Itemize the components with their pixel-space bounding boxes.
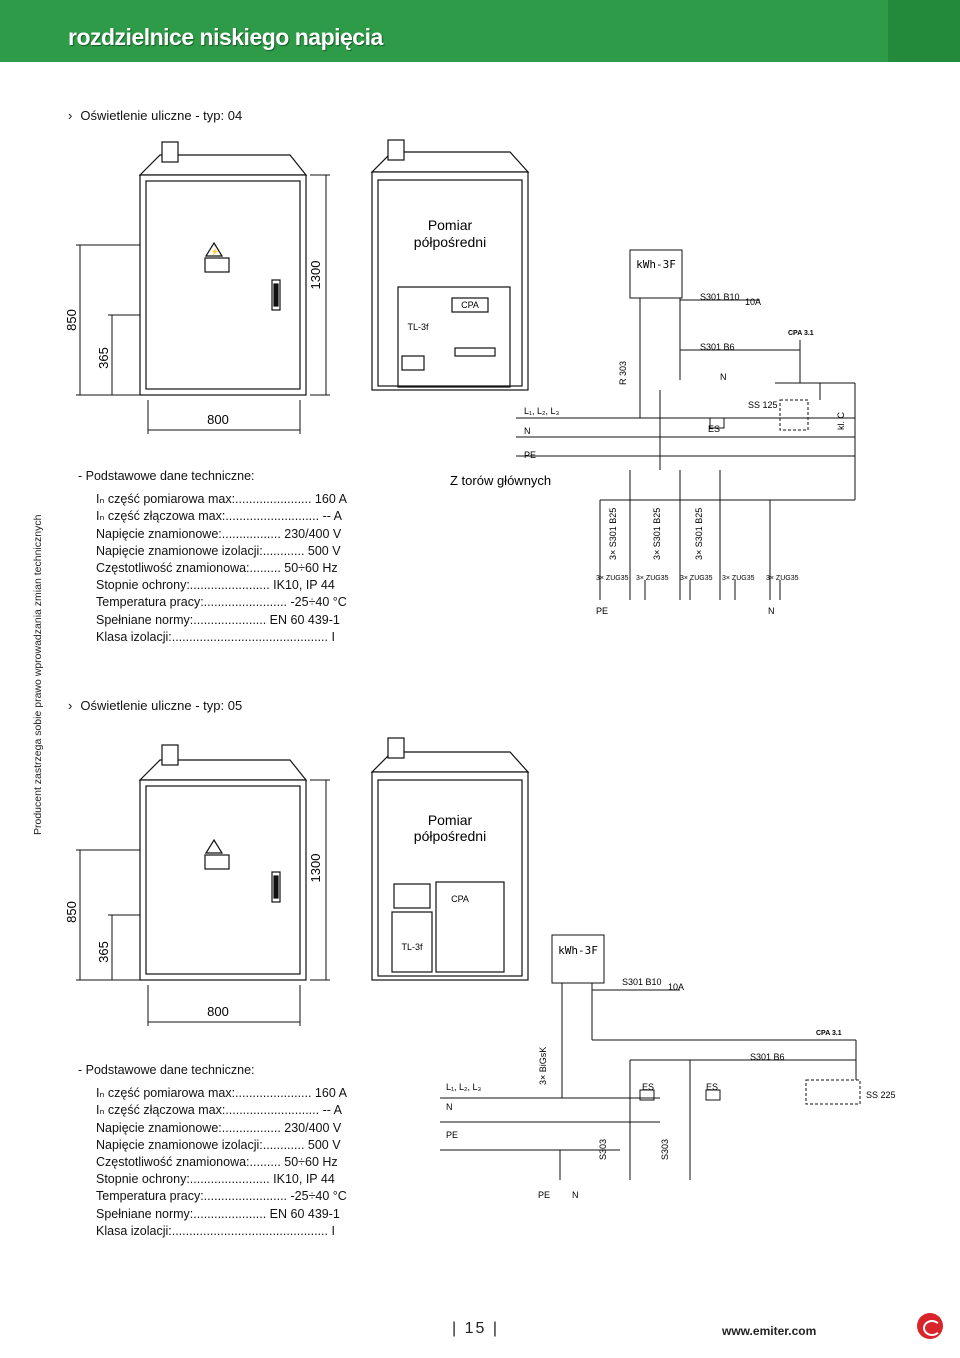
tech2-header: - Podstawowe dane techniczne: bbox=[78, 1063, 255, 1077]
dim2-cab: 1300 bbox=[308, 854, 323, 883]
tech1-row: Napięcie znamionowe:................. 23… bbox=[96, 526, 342, 541]
s2-bigsk: 3× BiGsK bbox=[538, 1047, 548, 1085]
s1-s301b25b: 3× S301 B25 bbox=[652, 508, 662, 560]
s1-cpa31: CPA 3.1 bbox=[788, 330, 814, 337]
schematic1 bbox=[516, 249, 856, 600]
dim1-cab: 1300 bbox=[308, 261, 323, 290]
cabinet2-label-a: Pomiar bbox=[428, 812, 473, 828]
tech1-row: Iₙ część pomiarowa max:.................… bbox=[96, 492, 347, 507]
s1-zug-1: 3× ZUG35 bbox=[596, 575, 629, 582]
s1-zug-3: 3× ZUG35 bbox=[680, 575, 713, 582]
section2-title: ›Oświetlenie uliczne - typ: 05 bbox=[68, 698, 243, 713]
cabinet2-open bbox=[370, 737, 530, 981]
s1-s301b6: S301 B6 bbox=[700, 342, 735, 352]
tech2-row: Napięcie znamionowe izolacji:...........… bbox=[96, 1137, 341, 1152]
s1-l123: L₁, L₂, L₃ bbox=[524, 406, 560, 416]
tech2-row: Iₙ część pomiarowa max:.................… bbox=[96, 1086, 347, 1101]
s2-ss225: SS 225 bbox=[866, 1090, 896, 1100]
s2-es1: ES bbox=[642, 1082, 654, 1092]
s2-s303b: S303 bbox=[660, 1139, 670, 1160]
page-title: rozdzielnice niskiego napięcia bbox=[68, 24, 383, 50]
s2-10a: 10A bbox=[668, 982, 684, 992]
cabinet1-tl: TL-3f bbox=[407, 322, 429, 332]
s1-torow: Z torów głównych bbox=[450, 473, 551, 488]
s1-ss125: SS 125 bbox=[748, 400, 778, 410]
header-accent bbox=[888, 0, 960, 62]
tech2-row: Iₙ część złączowa max:..................… bbox=[96, 1103, 343, 1118]
cabinet1-front bbox=[138, 141, 308, 396]
dim2-total: 850 bbox=[64, 901, 79, 923]
section1-tech: - Podstawowe dane techniczne: Iₙ część p… bbox=[78, 468, 347, 646]
tech2-row: Napięcie znamionowe:................. 23… bbox=[96, 1120, 342, 1135]
page-header: rozdzielnice niskiego napięcia bbox=[0, 0, 960, 62]
tech1-header: - Podstawowe dane techniczne: bbox=[78, 469, 255, 483]
cabinet2-tl: TL-3f bbox=[401, 942, 423, 952]
tech2-row: Klasa izolacji:.........................… bbox=[96, 1223, 335, 1238]
tech1-row: Częstotliwość znamionowa:......... 50÷60… bbox=[96, 561, 338, 576]
tech1-row: Stopnie ochrony:....................... … bbox=[96, 578, 335, 593]
s2-s301b10: S301 B10 bbox=[622, 977, 662, 987]
s1-n3: N bbox=[768, 606, 775, 616]
page-number-value: 15 bbox=[464, 1320, 487, 1337]
tech1-row: Napięcie znamionowe izolacji:...........… bbox=[96, 543, 341, 558]
s1-zug-4: 3× ZUG35 bbox=[722, 575, 755, 582]
footer-url[interactable]: www.emiter.com bbox=[722, 1324, 817, 1338]
dim2-width: 800 bbox=[207, 1004, 229, 1019]
s1-r303: R 303 bbox=[618, 361, 628, 385]
tech1-row: Temperatura pracy:......................… bbox=[96, 595, 347, 610]
s1-pe2: PE bbox=[596, 606, 608, 616]
s2-pe: PE bbox=[446, 1130, 458, 1140]
s1-s301b10: S301 B10 bbox=[700, 292, 740, 302]
dim1-width: 800 bbox=[207, 412, 229, 427]
s1-s301b25c: 3× S301 B25 bbox=[694, 508, 704, 560]
s1-n: N bbox=[720, 372, 727, 382]
tech2-row: Częstotliwość znamionowa:......... 50÷60… bbox=[96, 1155, 338, 1170]
s2-es2: ES bbox=[706, 1082, 718, 1092]
cabinet2-cpa: CPA bbox=[451, 894, 469, 904]
cabinet1-open bbox=[370, 139, 530, 391]
s1-pe: PE bbox=[524, 450, 536, 460]
cabinet1-cpa: CPA bbox=[461, 300, 479, 310]
section1-title-text: Oświetlenie uliczne - typ: 04 bbox=[80, 108, 243, 123]
schematic2 bbox=[440, 934, 861, 1180]
cabinet2-front bbox=[138, 744, 308, 981]
section1-title: ›Oświetlenie uliczne - typ: 04 bbox=[68, 108, 243, 123]
cabinet1-label-b: półpośredni bbox=[414, 234, 486, 250]
s1-zug-5: 3× ZUG35 bbox=[766, 575, 799, 582]
section2-title-text: Oświetlenie uliczne - typ: 05 bbox=[80, 698, 243, 713]
s2-pe2: PE bbox=[538, 1190, 550, 1200]
tech2-row: Temperatura pracy:......................… bbox=[96, 1189, 347, 1204]
s1-zug-2: 3× ZUG35 bbox=[636, 575, 669, 582]
cabinet1-label-a: Pomiar bbox=[428, 217, 473, 233]
s2-s303a: S303 bbox=[598, 1139, 608, 1160]
dim1-base: 365 bbox=[96, 347, 111, 369]
s2-n2: N bbox=[572, 1190, 579, 1200]
meter2: kWh-3F bbox=[558, 944, 598, 957]
emiter-logo-icon bbox=[917, 1313, 943, 1339]
svg-text:⚡: ⚡ bbox=[211, 247, 220, 256]
s1-n2: N bbox=[524, 426, 531, 436]
s1-klc: kl. C bbox=[836, 411, 846, 430]
page-number: | 15 | bbox=[452, 1320, 500, 1337]
cabinet2-label-b: półpośredni bbox=[414, 828, 486, 844]
s1-es: ES bbox=[708, 424, 720, 434]
s2-cpa31: CPA 3.1 bbox=[816, 1030, 842, 1037]
tech2-row: Stopnie ochrony:....................... … bbox=[96, 1172, 335, 1187]
meter1: kWh-3F bbox=[636, 258, 676, 271]
s1-10a: 10A bbox=[745, 297, 761, 307]
tech1-row: Iₙ część złączowa max:..................… bbox=[96, 509, 343, 524]
section2-tech: - Podstawowe dane techniczne: Iₙ część p… bbox=[78, 1062, 347, 1240]
cabinet1-dims bbox=[76, 174, 330, 434]
s2-n: N bbox=[446, 1102, 453, 1112]
cabinet2-dims bbox=[76, 779, 330, 1026]
s2-s301b6: S301 B6 bbox=[750, 1052, 785, 1062]
tech1-row: Klasa izolacji:.........................… bbox=[96, 629, 335, 644]
s1-s301b25a: 3× S301 B25 bbox=[608, 508, 618, 560]
dim1-total: 850 bbox=[64, 309, 79, 331]
s2-l123: L₁, L₂, L₃ bbox=[446, 1082, 482, 1092]
tech1-row: Spełniane normy:..................... EN… bbox=[96, 612, 340, 627]
tech2-row: Spełniane normy:..................... EN… bbox=[96, 1206, 340, 1221]
dim2-base: 365 bbox=[96, 941, 111, 963]
